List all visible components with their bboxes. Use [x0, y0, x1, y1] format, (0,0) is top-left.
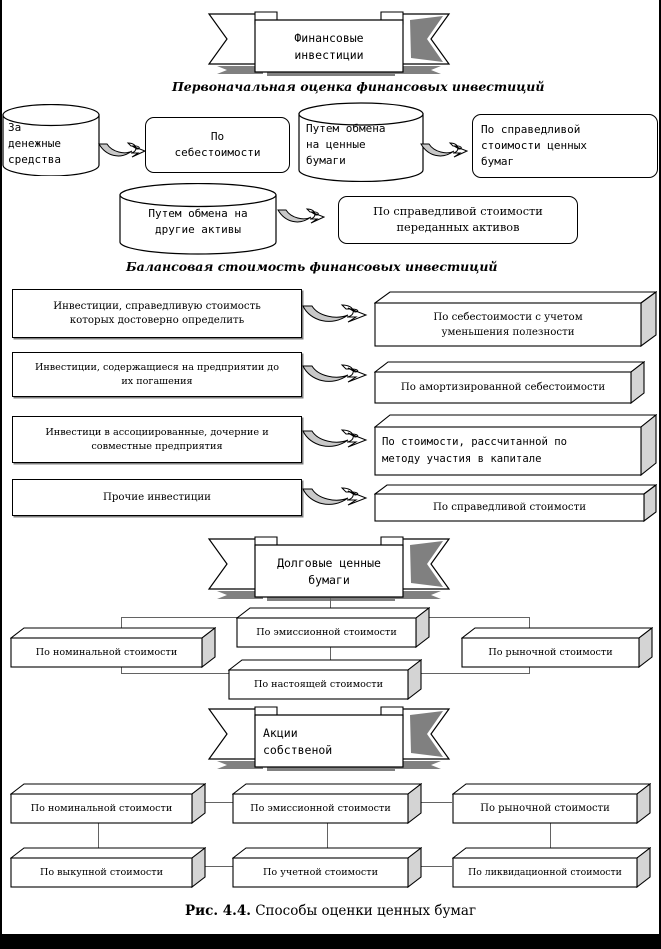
arrow-balance-row-1 — [302, 303, 368, 327]
balance-right-item-2: По амортизированной себестоимости — [374, 361, 645, 405]
cylinder-exchange-assets: Путем обмена на другие активы — [119, 183, 277, 255]
bal-l2-a: Инвестиции, содержащиеся на предприятии … — [35, 361, 279, 373]
line-shares-col3-v — [550, 822, 552, 852]
box-fvta-l1: По справедливой стоимости — [373, 205, 543, 218]
box-fvs-l2: стоимости ценных — [481, 139, 587, 152]
shares-box-r1c2: По эмиссионной стоимости — [232, 783, 422, 824]
line-shares-r2-left-mid — [203, 866, 235, 868]
cylinder-cash: За денежные средства — [2, 104, 100, 176]
debt-box-nominal: По номинальной стоимости — [10, 627, 216, 668]
box-fvs-l3: бумаг — [481, 155, 515, 168]
line-shares-col1-v — [98, 822, 100, 852]
line-shares-r2-mid-right — [420, 866, 452, 868]
bal-l1-b: которых достоверно определить — [69, 314, 245, 326]
shares-box-r2c3: По ликвидационной стоимости — [452, 847, 651, 888]
heading-initial-valuation: Первоначальная оценка финансовых инвести… — [172, 79, 545, 94]
bal-l1-a: Инвестиции, справедливую стоимость — [53, 300, 261, 312]
scan-edge-bottom — [0, 934, 661, 949]
arrow-balance-row-2 — [302, 363, 368, 387]
line-shares-r1-mid-right — [420, 802, 452, 804]
figure-caption-text: Способы оценки ценных бумаг — [255, 903, 477, 919]
balance-left-item-1: Инвестиции, справедливую стоимость котор… — [12, 289, 302, 338]
box-fair-value-securities: По справедливой стоимости ценных бумаг — [472, 114, 658, 178]
banner-own-shares: Акции собственой — [205, 703, 453, 771]
shares-box-r2c2: По учетной стоимости — [232, 847, 422, 888]
bal-l4-a: Прочие инвестиции — [103, 491, 211, 503]
line-debt-top-stem — [330, 598, 332, 609]
line-debt-right-top — [418, 617, 530, 619]
banner-financial-investments: Финансовые инвестиции — [205, 8, 453, 76]
box-at-cost: По себестоимости — [145, 117, 290, 173]
debt-box-emission: По эмиссионной стоимости — [236, 607, 430, 648]
arrow-balance-row-3 — [302, 428, 368, 452]
balance-left-item-4: Прочие инвестиции — [12, 479, 302, 516]
shares-box-r2c1: По выкупной стоимости — [10, 847, 206, 888]
line-shares-col2-v — [327, 822, 329, 852]
line-debt-left-top — [121, 617, 248, 619]
balance-left-item-3: Инвестици в ассоциированные, дочерние и … — [12, 416, 302, 463]
box-fvta-l2: переданных активов — [396, 221, 520, 234]
figure-caption-prefix: Рис. 4.4. — [184, 903, 251, 919]
balance-left-item-2: Инвестиции, содержащиеся на предприятии … — [12, 352, 302, 397]
arrow-balance-row-4 — [302, 486, 368, 510]
box-at-cost-l1: По — [210, 130, 225, 143]
box-fvs-l1: По справедливой — [481, 123, 581, 136]
arrow-cash-to-cost — [98, 140, 147, 162]
box-at-cost-l2: себестоимости — [174, 146, 261, 159]
box-fair-value-transferred-assets: По справедливой стоимости переданных акт… — [338, 196, 578, 244]
balance-right-item-3: По стоимости, рассчитанной по методу уча… — [374, 414, 657, 476]
shares-box-r1c1: По номинальной стоимости — [10, 783, 206, 824]
scan-edge-right — [659, 0, 661, 949]
bal-l3-b: совместные предприятия — [91, 440, 223, 452]
bal-l3-a: Инвестици в ассоциированные, дочерние и — [45, 426, 269, 438]
balance-right-item-4: По справедливой стоимости — [374, 484, 657, 522]
balance-right-item-1: По себестоимости с учетом уменьшения пол… — [374, 291, 657, 347]
line-shares-r1-left-mid — [203, 802, 235, 804]
line-debt-mid-v — [330, 646, 332, 662]
banner-debt-securities: Долговые ценные бумаги — [205, 533, 453, 601]
scan-edge-left — [0, 0, 2, 949]
bal-l2-b: их погашения — [121, 375, 193, 387]
debt-box-market: По рыночной стоимости — [461, 627, 653, 668]
line-debt-right-bottom — [412, 673, 530, 675]
heading-balance-value: Балансовая стоимость финансовых инвестиц… — [126, 259, 498, 274]
arrow-exch-to-fairvalue — [420, 140, 469, 162]
cylinder-exchange-securities: Путем обмена на ценные бумаги — [298, 102, 424, 182]
figure-caption: Рис. 4.4. Способы оценки ценных бумаг — [0, 903, 661, 919]
debt-box-present: По настоящей стоимости — [228, 659, 422, 700]
line-debt-left-bottom — [121, 673, 231, 675]
arrow-assets-to-fairvalue — [277, 206, 326, 228]
shares-box-r1c3: По рыночной стоимости — [452, 783, 651, 824]
